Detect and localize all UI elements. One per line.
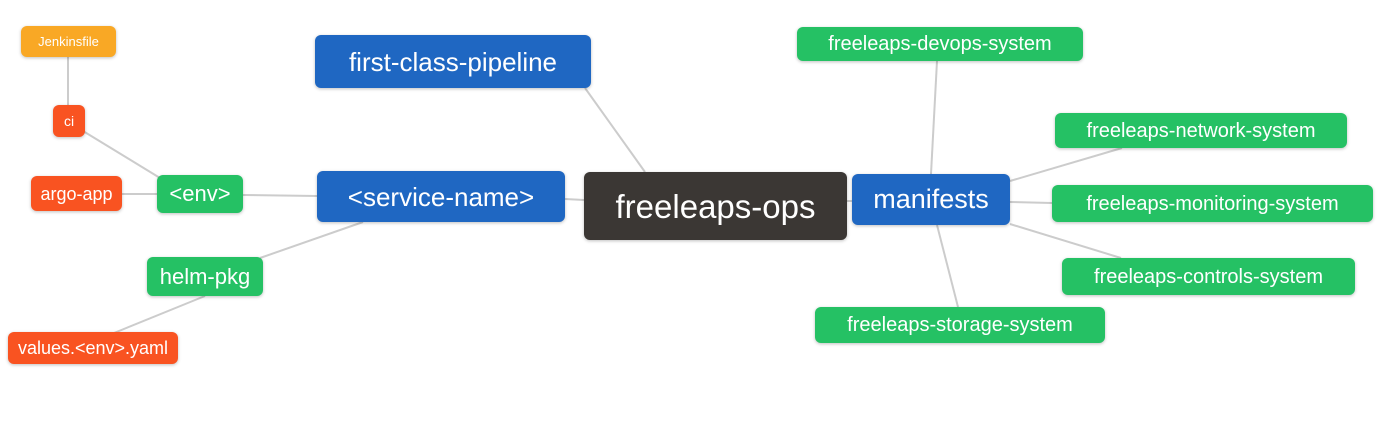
node-label: argo-app: [40, 183, 113, 204]
edge-manifests-freeleaps-devops-system: [930, 60, 938, 175]
node-label: manifests: [873, 184, 989, 214]
node-label: ci: [63, 113, 75, 129]
node-freeleaps-controls-system[interactable]: freeleaps-controls-system: [1062, 258, 1355, 295]
node-helm-pkg[interactable]: helm-pkg: [147, 257, 263, 296]
node-freeleaps-storage-system[interactable]: freeleaps-storage-system: [815, 307, 1105, 343]
node-freeleaps-network-system[interactable]: freeleaps-network-system: [1055, 113, 1347, 148]
node-freeleaps-ops[interactable]: freeleaps-ops: [584, 172, 847, 240]
node-freeleaps-monitoring-system[interactable]: freeleaps-monitoring-system: [1052, 185, 1373, 222]
node-label: freeleaps-controls-system: [1094, 265, 1323, 288]
node-label: freeleaps-devops-system: [828, 33, 1052, 55]
node-first-class-pipeline[interactable]: first-class-pipeline: [315, 35, 591, 88]
node-label: Jenkinsfile: [38, 34, 99, 49]
node-label: freeleaps-monitoring-system: [1086, 192, 1339, 215]
node-label: first-class-pipeline: [348, 46, 558, 77]
edge-manifests-freeleaps-monitoring-system: [1009, 201, 1053, 204]
edge-env-service-name: [242, 194, 318, 197]
node-values-env-yaml[interactable]: values.<env>.yaml: [8, 332, 178, 364]
node-label: <env>: [169, 181, 231, 206]
node-label: freeleaps-network-system: [1086, 119, 1316, 142]
node-manifests[interactable]: manifests: [852, 174, 1010, 225]
node-ci[interactable]: ci: [53, 105, 85, 137]
edge-ci-env: [82, 130, 161, 179]
edge-service-name-freeleaps-ops: [564, 198, 585, 201]
node-label: freeleaps-storage-system: [847, 314, 1073, 336]
edge-first-class-pipeline-freeleaps-ops: [584, 87, 646, 173]
node-label: <service-name>: [347, 181, 535, 212]
edge-manifests-freeleaps-storage-system: [936, 224, 959, 308]
edge-service-name-helm-pkg: [259, 221, 364, 259]
edge-helm-pkg-values-env-yaml: [113, 295, 206, 334]
node-label: helm-pkg: [159, 263, 251, 289]
node-label: freeleaps-ops: [615, 187, 816, 225]
edge-manifests-freeleaps-controls-system: [1009, 223, 1122, 259]
node-label: values.<env>.yaml: [17, 338, 169, 358]
node-jenkinsfile[interactable]: Jenkinsfile: [21, 26, 116, 57]
node-freeleaps-devops-system[interactable]: freeleaps-devops-system: [797, 27, 1083, 61]
node-argo-app[interactable]: argo-app: [31, 176, 122, 211]
edge-manifests-freeleaps-network-system: [1009, 147, 1123, 182]
node-service-name[interactable]: <service-name>: [317, 171, 565, 222]
node-env[interactable]: <env>: [157, 175, 243, 213]
